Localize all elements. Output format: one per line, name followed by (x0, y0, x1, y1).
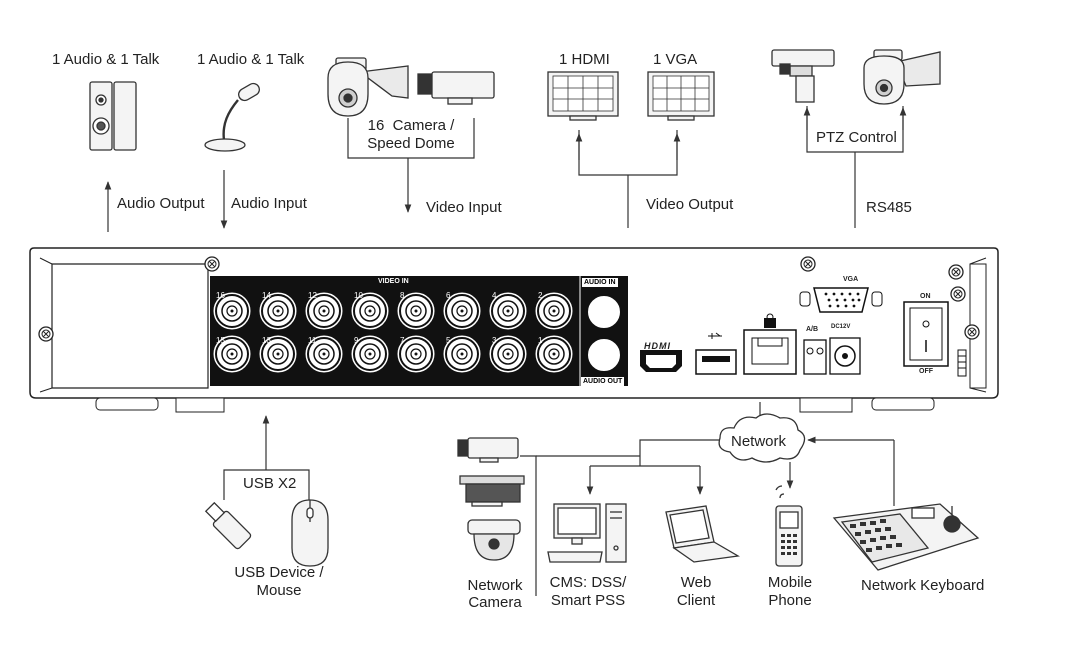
mobile-phone-label: Mobile Phone (767, 574, 813, 609)
port-number-14: 14 (262, 291, 271, 300)
mobile-phone-icon (775, 485, 803, 567)
audio-in-label: AUDIO IN (582, 278, 618, 287)
port-number-5: 5 (446, 336, 451, 345)
audio-input-label: Audio Input (231, 195, 307, 212)
usb-port (695, 332, 737, 375)
power-switch (903, 301, 967, 377)
port-number-11: 11 (308, 336, 317, 345)
video-input-label: Video Input (426, 199, 502, 216)
network-cloud-icon (718, 413, 806, 463)
laptop-icon (665, 505, 740, 563)
vga-label: VGA (843, 276, 859, 283)
hdmi-output-label: 1 HDMI (559, 51, 610, 68)
lan-port (743, 313, 797, 375)
dc12v-label: DC12V (831, 324, 851, 330)
bnc-port-grid: 16 14 12 10 8 6 4 2 15 13 11 9 7 5 3 1 (213, 291, 573, 373)
speed-dome-camera-icon (327, 57, 409, 117)
port-number-13: 13 (262, 336, 271, 345)
port-number-3: 3 (492, 336, 497, 345)
network-camera-icon (459, 475, 525, 507)
video-output-label: Video Output (646, 196, 734, 213)
usb-device-mouse-label: USB Device / Mouse (234, 564, 324, 599)
ptz-camera-icon (771, 49, 835, 103)
network-keyboard-label: Network Keyboard (861, 577, 985, 594)
usb-stick-icon (204, 501, 252, 550)
monitor-icon (547, 71, 619, 121)
microphone-icon (204, 82, 260, 152)
box-camera-icon (457, 437, 519, 463)
speed-dome-camera-icon (467, 519, 521, 561)
desktop-pc-icon (547, 503, 627, 563)
connection-lines (104, 106, 907, 596)
port-number-7: 7 (400, 336, 405, 345)
camera-label: 16 Camera / Speed Dome (367, 117, 455, 152)
video-in-label: VIDEO IN (378, 278, 409, 285)
box-camera-icon (417, 71, 495, 105)
audio-io (586, 294, 622, 373)
hdmi-port (640, 350, 682, 372)
hdmi-label: HDMI (644, 341, 671, 351)
port-number-1: 1 (538, 336, 543, 345)
ptz-control-label: PTZ Control (816, 129, 897, 146)
port-number-9: 9 (354, 336, 359, 345)
dc12v-port (829, 337, 861, 375)
port-number-15: 15 (216, 336, 225, 345)
audio-input-device-label: 1 Audio & 1 Talk (197, 51, 305, 68)
cms-label: CMS: DSS/ Smart PSS (549, 574, 627, 609)
audio-out-label: AUDIO OUT (581, 377, 625, 386)
port-number-16: 16 (216, 291, 225, 300)
off-label: OFF (919, 368, 933, 375)
audio-output-label: Audio Output (117, 195, 205, 212)
network-keyboard-icon (832, 503, 980, 571)
port-number-2: 2 (538, 291, 543, 300)
speaker-pair-icon (89, 81, 137, 151)
ptz-camera-icon (863, 49, 941, 105)
rs485-terminal (803, 339, 827, 375)
usb-x2-label: USB X2 (243, 475, 297, 492)
monitor-icon (647, 71, 715, 121)
audio-output-device-label: 1 Audio & 1 Talk (52, 51, 160, 68)
web-client-label: Web Client (676, 574, 716, 609)
network-camera-label: Network Camera (467, 577, 523, 611)
vga-port (799, 287, 883, 313)
port-number-10: 10 (354, 291, 363, 300)
ab-label: A/B (806, 326, 819, 333)
rs485-label: RS485 (866, 199, 912, 216)
mouse-icon (291, 499, 329, 567)
port-number-6: 6 (446, 291, 451, 300)
port-number-8: 8 (400, 291, 405, 300)
port-number-12: 12 (308, 291, 317, 300)
vga-output-label: 1 VGA (653, 51, 698, 68)
port-number-4: 4 (492, 291, 497, 300)
network-label: Network (731, 433, 787, 450)
on-label: ON (920, 293, 931, 300)
